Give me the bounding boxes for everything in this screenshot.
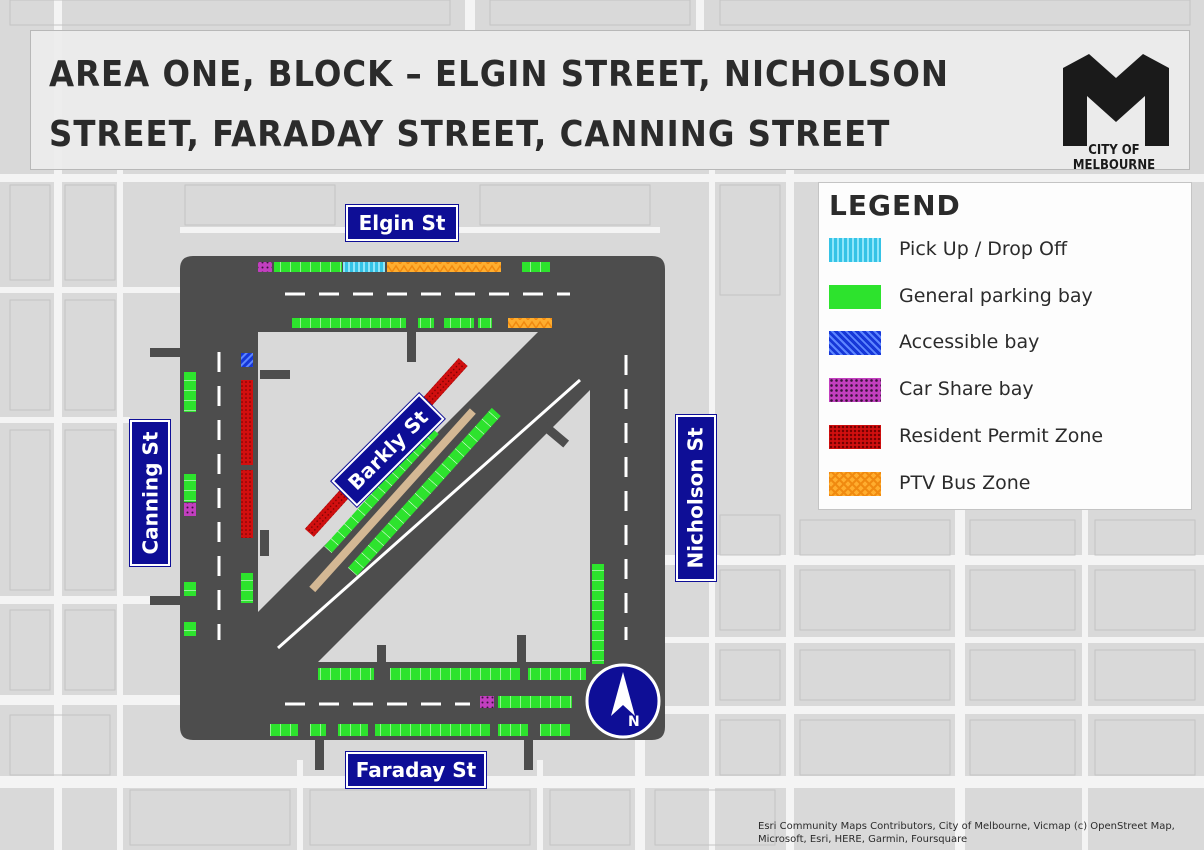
- legend-item-accessible: Accessible bay: [829, 328, 1189, 358]
- legend-item-resident: Resident Permit Zone: [829, 422, 1189, 452]
- car-share-bay: [184, 503, 196, 516]
- general-parking-bay: [478, 318, 492, 328]
- parking-bays-south: [270, 668, 586, 736]
- street-label-canning: Canning St: [130, 420, 170, 566]
- resident-permit-zone: [241, 380, 253, 465]
- side-streets: [150, 330, 570, 770]
- logo-text: CITY OF MELBOURNE: [1072, 143, 1156, 173]
- legend-label: Pick Up / Drop Off: [899, 238, 1068, 260]
- general-parking-bay: [498, 696, 572, 708]
- legend-label: Car Share bay: [899, 378, 1034, 400]
- general-parking-bay: [540, 724, 570, 736]
- bus-swatch: [829, 472, 881, 496]
- resident-swatch: [829, 425, 881, 449]
- parking-bays-east: [592, 564, 604, 664]
- general-parking-bay: [310, 724, 326, 736]
- general-parking-bay: [184, 474, 196, 502]
- general-parking-bay: [390, 668, 520, 680]
- street-label-text: Canning St: [138, 431, 162, 555]
- background-buildings: [9, 0, 1196, 846]
- general-parking-bay: [184, 582, 196, 596]
- general-parking-bay: [274, 262, 342, 272]
- legend-label: General parking bay: [899, 285, 1093, 307]
- car-share-bay: [258, 262, 272, 272]
- general-parking-bay: [318, 668, 374, 680]
- general-parking-bay: [522, 262, 550, 272]
- street-label-text: Elgin St: [358, 211, 446, 235]
- carshare-swatch: [829, 378, 881, 402]
- legend-item-pickup: Pick Up / Drop Off: [829, 235, 1189, 265]
- general-parking-bay: [444, 318, 474, 328]
- bus-zone: [508, 318, 552, 328]
- general-parking-bay: [418, 318, 434, 328]
- street-label-text: Faraday St: [355, 758, 477, 782]
- street-label-faraday: Faraday St: [346, 752, 486, 788]
- city-of-melbourne-logo-icon: [1063, 54, 1169, 146]
- pick-up-drop-off-bay: [343, 262, 385, 272]
- legend-item-general: General parking bay: [829, 282, 1189, 312]
- general-parking-bay: [270, 724, 298, 736]
- general-parking-bay: [184, 372, 196, 412]
- general-parking-bay: [241, 573, 253, 603]
- legend-label: PTV Bus Zone: [899, 472, 1031, 494]
- resident-permit-zone: [241, 470, 253, 538]
- general-parking-bay: [375, 724, 490, 736]
- general-swatch: [829, 285, 881, 309]
- general-parking-bay: [184, 622, 196, 636]
- legend-title: LEGEND: [829, 189, 961, 222]
- north-arrow-icon: N: [585, 663, 661, 739]
- map-title: AREA ONE, BLOCK – ELGIN STREET, NICHOLSO…: [49, 54, 950, 155]
- general-parking-bay: [324, 427, 439, 553]
- general-parking-bay: [592, 564, 604, 664]
- legend-item-bus: PTV Bus Zone: [829, 469, 1189, 499]
- legend-label: Resident Permit Zone: [899, 425, 1104, 447]
- general-parking-bay: [338, 724, 368, 736]
- general-parking-bay: [292, 318, 406, 328]
- legend-label: Accessible bay: [899, 331, 1040, 353]
- street-label-text: Nicholson St: [684, 427, 708, 569]
- general-parking-bay: [498, 724, 528, 736]
- street-label-nicholson: Nicholson St: [676, 415, 716, 581]
- street-label-elgin: Elgin St: [346, 205, 458, 241]
- lane-markings: [217, 292, 628, 706]
- parking-bays-west: [184, 353, 253, 636]
- map-credits: Esri Community Maps Contributors, City o…: [758, 821, 1175, 845]
- north-label: N: [628, 714, 640, 730]
- general-parking-bay: [528, 668, 586, 680]
- general-parking-bay: [347, 407, 501, 576]
- pickup-swatch: [829, 238, 881, 262]
- title-panel: AREA ONE, BLOCK – ELGIN STREET, NICHOLSO…: [30, 30, 1190, 173]
- legend-item-carshare: Car Share bay: [829, 375, 1189, 405]
- legend-panel: LEGEND Pick Up / Drop Off General parkin…: [818, 182, 1192, 510]
- parking-bays-north: [258, 262, 552, 328]
- car-share-bay: [480, 696, 494, 708]
- accessible-bay: [241, 353, 253, 367]
- median-strip: [309, 408, 476, 593]
- bus-zone: [387, 262, 501, 272]
- accessible-swatch: [829, 331, 881, 355]
